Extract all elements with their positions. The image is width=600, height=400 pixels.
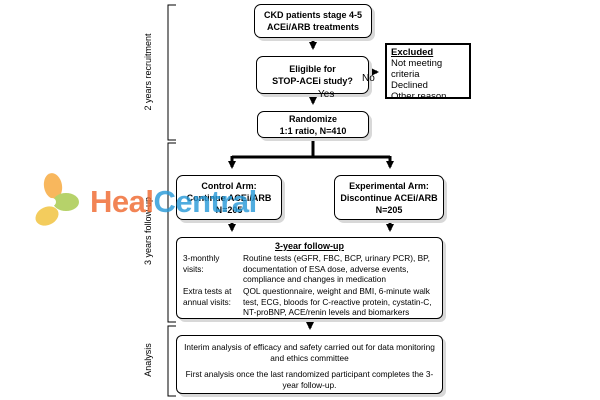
randomize-line2: 1:1 ratio, N=410 [279,125,347,136]
excluded-item: Not meeting criteria [391,58,443,80]
watermark-central: Central [153,184,257,219]
yes-label: Yes [318,89,335,100]
recruitment-bracket [167,4,176,141]
watermark-heal: Heal [90,184,154,219]
randomize-line1: Randomize [288,113,337,124]
analysis-box: Interim analysis of efficacy and safety … [176,335,443,394]
followup-box: 3-year follow-up 3-monthly visits: Routi… [176,237,443,319]
control-line3: N=205 [215,204,243,215]
ckd-line1: CKD patients stage 4-5 [263,10,363,20]
ckd-patients-box: CKD patients stage 4-5 ACEi/ARB treatmen… [254,4,372,38]
watermark-text: HealCentral [90,184,257,220]
experimental-line1: Experimental Arm: [349,180,429,191]
excluded-title: Excluded [391,47,434,58]
first-analysis-text: First analysis once the last randomized … [185,369,434,390]
quarterly-visits-label: 3-monthly visits: [183,253,220,274]
excluded-item: Other reason [391,91,447,102]
experimental-arm-box: Experimental Arm: Discontinue ACEi/ARB N… [334,175,444,220]
annual-visits-label: Extra tests at annual visits: [183,286,232,307]
no-label: No [362,73,375,84]
followup-bracket [167,142,176,323]
eligible-line2: STOP-ACEi study? [272,76,353,86]
control-arm-box: Control Arm: Continue ACEi/ARB N=205 [176,175,282,220]
randomize-box: Randomize 1:1 ratio, N=410 [257,111,369,138]
followup-title: 3-year follow-up [274,241,344,251]
excluded-box: Excluded Not meeting criteria Declined O… [385,43,471,102]
eligible-line1: Eligible for [289,64,336,74]
annual-visits-text: QOL questionnaire, weight and BMI, 6-min… [243,286,432,317]
excluded-item: Declined [391,80,428,91]
control-line1: Control Arm: [201,180,257,191]
experimental-line2: Discontinue ACEi/ARB [340,192,438,203]
analysis-phase-label: Analysis [143,343,153,377]
control-line2: Continue ACEi/ARB [186,192,272,203]
experimental-line3: N=205 [375,204,403,215]
healcentral-watermark: HealCentral [30,172,280,234]
interim-analysis-text: Interim analysis of efficacy and safety … [184,342,435,363]
watermark-logo-icon [35,173,79,226]
quarterly-visits-text: Routine tests (eGFR, FBC, BCP, urinary P… [243,253,430,284]
ckd-line2: ACEi/ARB treatments [266,22,360,32]
eligibility-box: Eligible for STOP-ACEi study? [256,56,369,94]
analysis-bracket [167,325,176,397]
recruitment-phase-label: 2 years recruitment [143,33,153,111]
